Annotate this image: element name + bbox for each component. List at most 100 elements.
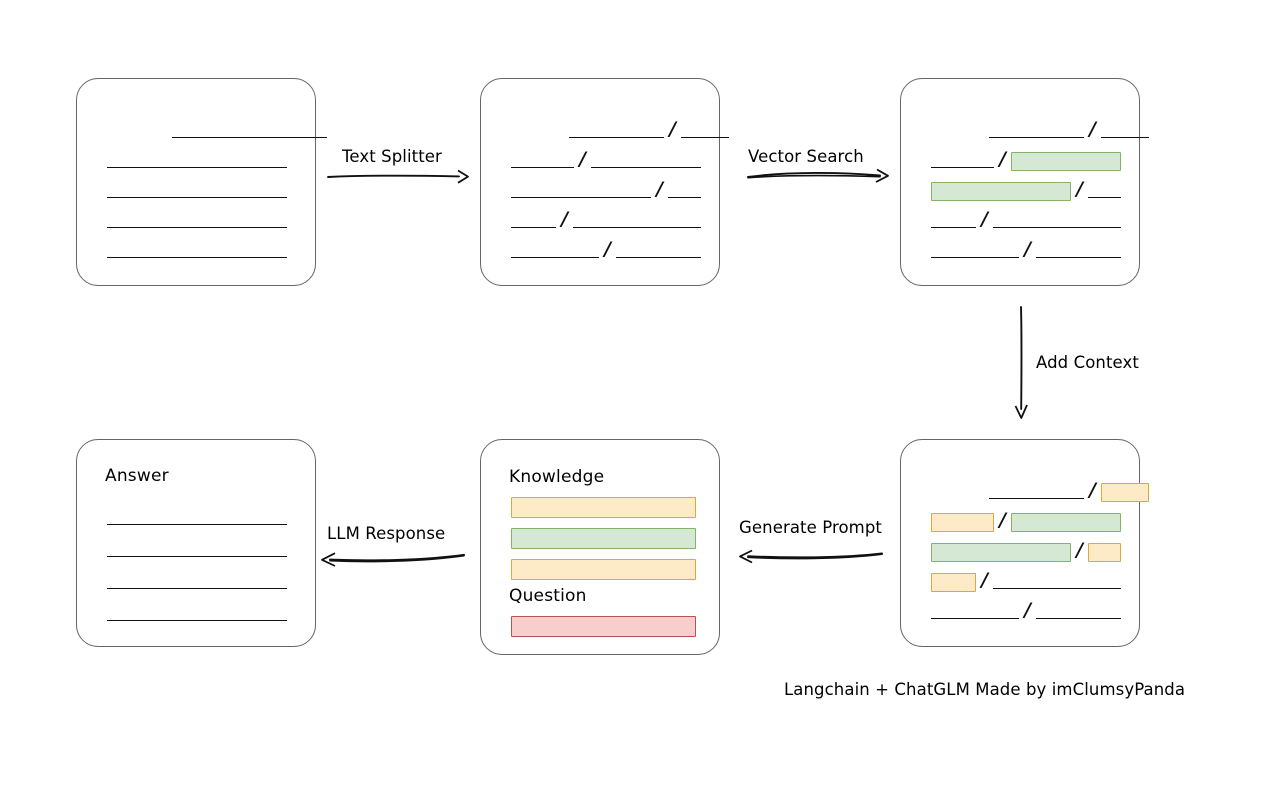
segment-separator: /	[579, 148, 586, 170]
text-rule	[931, 227, 976, 228]
text-rule	[1035, 618, 1121, 619]
card-split-chunks[interactable]: / / / / /	[480, 78, 729, 286]
card-answer[interactable]: Answer	[76, 439, 316, 647]
document-line: /	[931, 599, 1121, 622]
highlight-chunk-green[interactable]	[1010, 512, 1121, 532]
knowledge-label: Knowledge	[509, 467, 605, 487]
generate-prompt-arrow-icon	[739, 549, 883, 564]
document-line: /	[931, 148, 1121, 171]
text-rule	[992, 227, 1121, 228]
document-line: /	[511, 148, 701, 171]
text-rule	[511, 257, 599, 258]
edge-label-llm-response: LLM Response	[327, 524, 446, 543]
highlight-chunk-green[interactable]	[931, 542, 1071, 562]
knowledge-bar-yellow-1[interactable]	[511, 497, 696, 518]
card-source-document[interactable]	[76, 78, 327, 286]
text-rule	[1087, 197, 1121, 198]
highlight-chunk-green[interactable]	[1010, 151, 1121, 171]
text-rule	[931, 618, 1019, 619]
vector-search-arrow-icon	[747, 168, 889, 183]
text-rule	[572, 227, 701, 228]
document-line: /	[931, 539, 1121, 562]
edge-vector-search	[746, 164, 892, 186]
text-rule	[107, 620, 287, 621]
edge-label-text-splitter: Text Splitter	[342, 147, 442, 166]
document-line: /	[931, 509, 1121, 532]
edge-llm-response	[320, 548, 466, 570]
llm-response-arrow-icon	[321, 552, 465, 567]
text-rule	[989, 498, 1084, 499]
text-rule	[931, 257, 1019, 258]
answer-label: Answer	[105, 466, 169, 486]
text-rule	[107, 257, 287, 258]
text-rule	[992, 588, 1121, 589]
document-line: /	[511, 210, 701, 231]
highlight-chunk-green[interactable]	[931, 181, 1071, 201]
text-rule	[615, 257, 701, 258]
document-line	[107, 508, 287, 528]
text-rule	[511, 227, 556, 228]
segment-separator: /	[1089, 118, 1096, 140]
text-rule	[989, 137, 1084, 138]
text-rule	[107, 524, 287, 525]
text-rule	[667, 197, 701, 198]
segment-separator: /	[1024, 238, 1031, 260]
document-line	[107, 241, 287, 261]
segment-separator: /	[604, 238, 611, 260]
document-line	[172, 121, 327, 141]
document-line	[107, 604, 287, 624]
segment-separator: /	[1076, 539, 1083, 561]
highlight-chunk-yellow[interactable]	[1087, 542, 1121, 562]
edge-generate-prompt	[738, 545, 884, 567]
segment-separator: /	[981, 208, 988, 230]
segment-separator: /	[999, 148, 1006, 170]
segment-separator: /	[656, 178, 663, 200]
knowledge-bar-yellow-2[interactable]	[511, 559, 696, 580]
text-rule	[511, 167, 574, 168]
document-line: /	[931, 208, 1121, 231]
card-context-chunks[interactable]: /////	[900, 439, 1149, 647]
document-line: /	[569, 118, 729, 141]
document-line: /	[931, 178, 1121, 201]
text-splitter-arrow-icon	[327, 169, 469, 184]
document-line: /	[511, 178, 701, 201]
highlight-chunk-yellow[interactable]	[1100, 482, 1149, 502]
document-line	[107, 211, 287, 231]
text-rule	[107, 556, 287, 557]
edge-add-context	[1010, 305, 1034, 421]
text-rule	[569, 137, 664, 138]
knowledge-bar-green-1[interactable]	[511, 528, 696, 549]
text-rule	[680, 137, 729, 138]
document-line: /	[989, 118, 1149, 141]
document-line	[107, 181, 287, 201]
edge-text-splitter	[326, 166, 472, 188]
text-rule	[107, 227, 287, 228]
document-line: /	[931, 238, 1121, 261]
text-rule	[931, 167, 994, 168]
edge-label-add-context: Add Context	[1036, 353, 1139, 372]
text-rule	[1100, 137, 1149, 138]
highlight-chunk-yellow[interactable]	[931, 572, 976, 592]
card-matched-chunks[interactable]: / / / / /	[900, 78, 1149, 286]
segment-separator: /	[1024, 599, 1031, 621]
document-line: /	[511, 238, 701, 261]
document-line: /	[931, 571, 1121, 592]
segment-separator: /	[1076, 178, 1083, 200]
add-context-arrow-icon	[1014, 306, 1028, 419]
segment-separator: /	[999, 509, 1006, 531]
edge-label-vector-search: Vector Search	[748, 147, 864, 166]
document-line	[107, 151, 287, 171]
card-prompt[interactable]: Knowledge Question	[480, 439, 720, 655]
segment-separator: /	[669, 118, 676, 140]
text-rule	[107, 197, 287, 198]
text-rule	[107, 167, 287, 168]
text-rule	[511, 197, 651, 198]
edge-label-generate-prompt: Generate Prompt	[739, 518, 882, 537]
text-rule	[1035, 257, 1121, 258]
highlight-chunk-yellow[interactable]	[931, 512, 994, 532]
text-rule	[107, 588, 287, 589]
footer-credit: Langchain + ChatGLM Made by imClumsyPand…	[784, 680, 1186, 699]
question-bar-red-1[interactable]	[511, 616, 696, 637]
text-rule	[590, 167, 701, 168]
